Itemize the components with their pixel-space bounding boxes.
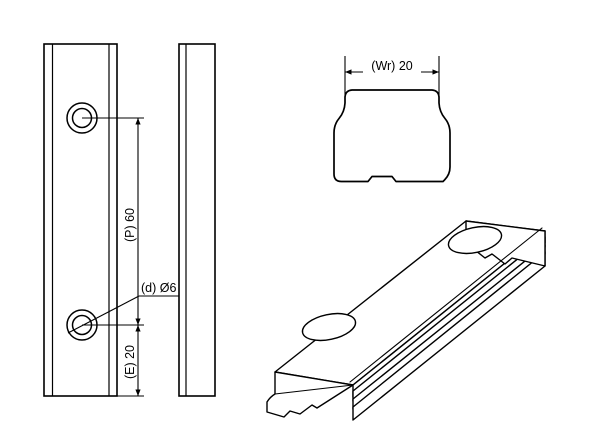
rail-width-label: (Wr) 20 [371,59,412,73]
side-view-outline [178,43,216,397]
pitch-arrow-bottom [135,318,141,325]
end-distance-arrow-bottom [135,389,141,396]
dimension-rail-width: (Wr) 20 [344,56,440,95]
iso-mounting-hole-far [447,225,503,255]
side-view [178,43,216,397]
leader-hole-diameter: (d) Ø6 [67,281,186,334]
dimension-pitch: (P) 60 [82,117,144,326]
iso-left-end-face [266,371,354,418]
isometric-view [266,220,546,421]
iso-mounting-hole-near [301,312,357,342]
iso-left-end-inner-edge [274,384,354,395]
rail-profile-outline [333,89,451,183]
end-distance-dimension-label: (E) 20 [123,345,137,379]
front-view [43,43,118,397]
end-distance-arrow-top [135,325,141,332]
front-view-outline [43,43,118,397]
dimension-end-distance: (E) 20 [110,325,144,397]
pitch-arrow-top [135,118,141,125]
iso-top-chamfer-edge [349,227,543,383]
pitch-dimension-label: (P) 60 [123,208,137,242]
hole-diameter-label: (d) Ø6 [141,281,176,295]
rail-width-label-backdrop [363,60,421,75]
rail-width-arrow-right [432,69,439,75]
cross-section-view [333,89,451,183]
rail-width-arrow-left [345,69,352,75]
hole-diameter-leader-line [67,295,140,334]
